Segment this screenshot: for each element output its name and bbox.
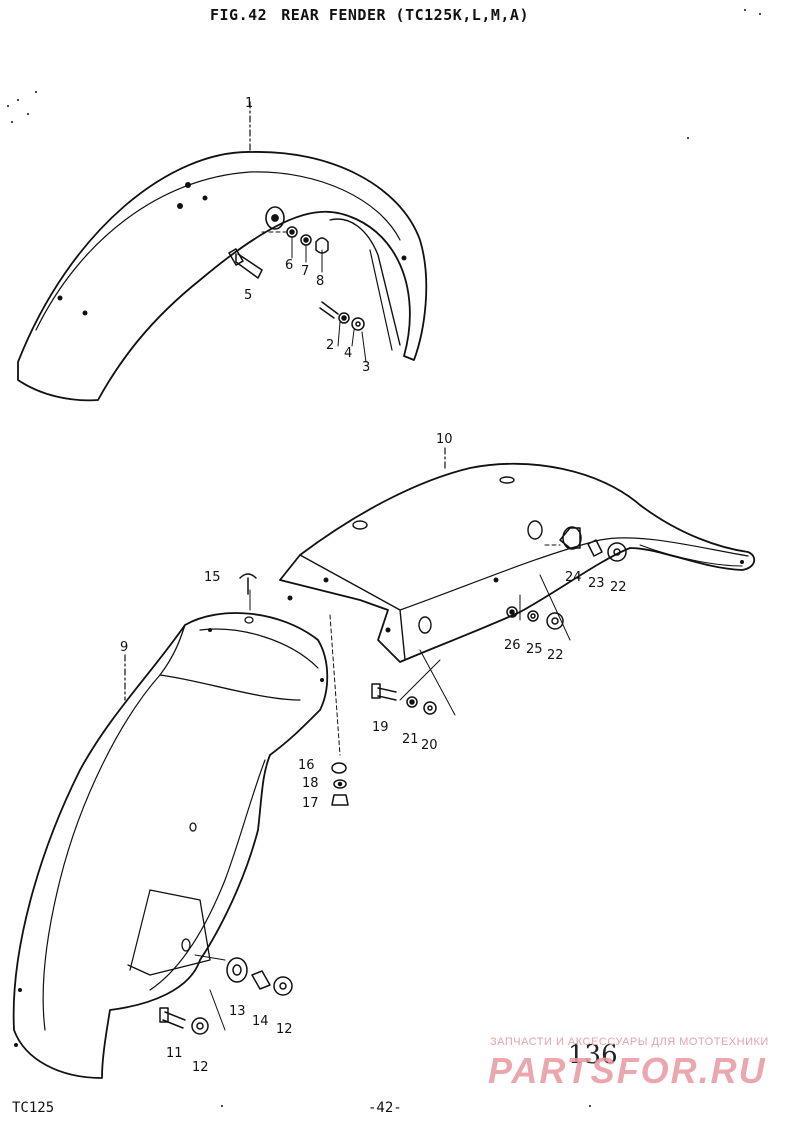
callout-15: 15 [204,570,221,585]
callout-25: 25 [526,642,543,657]
callout-20: 20 [421,738,438,753]
callout-22b: 22 [547,648,564,663]
page-number: 136 [568,1040,618,1070]
callout-16: 16 [298,758,315,773]
callout-12b: 12 [192,1060,209,1075]
hardware-group-upper [228,226,367,363]
page-label: -42- [368,1100,402,1116]
rear-fender-rail [279,447,756,663]
figure-title: FIG.42 REAR FENDER (TC125K,L,M,A) [210,6,543,24]
scan-specks [7,9,761,1107]
callout-12a: 12 [276,1022,293,1037]
callout-10: 10 [436,432,453,447]
callout-3: 3 [362,360,371,375]
callout-6: 6 [285,258,294,273]
callout-8: 8 [316,274,325,289]
hardware-group-rail [371,526,627,716]
callout-18: 18 [302,776,319,791]
callout-9: 9 [120,640,129,655]
callout-26: 26 [504,638,521,653]
callout-2: 2 [326,338,335,353]
callout-5: 5 [244,288,253,303]
figure-caption: REAR FENDER (TC125K,L,M,A) [281,6,529,24]
callout-19: 19 [372,720,389,735]
callout-22a: 22 [610,580,627,595]
rear-fender-lower [12,612,329,1079]
rear-fender-upper [17,101,428,402]
callout-4: 4 [344,346,353,361]
callout-21: 21 [402,732,419,747]
figure-number: FIG.42 [210,6,268,24]
callout-14: 14 [252,1014,269,1029]
callout-1: 1 [245,96,254,111]
callout-11: 11 [166,1046,183,1061]
callout-7: 7 [301,264,310,279]
watermark-tagline: ЗАПЧАСТИ И АКСЕССУАРЫ ДЛЯ МОТОТЕХНИКИ [490,1036,769,1048]
model-code: TC125 [12,1100,55,1116]
callout-24: 24 [565,570,582,585]
callout-23: 23 [588,576,605,591]
hardware-group-lower [159,573,349,1035]
watermark-logo: PARTSFOR.RU [488,1050,767,1091]
callout-13: 13 [229,1004,246,1019]
callout-17: 17 [302,796,319,811]
